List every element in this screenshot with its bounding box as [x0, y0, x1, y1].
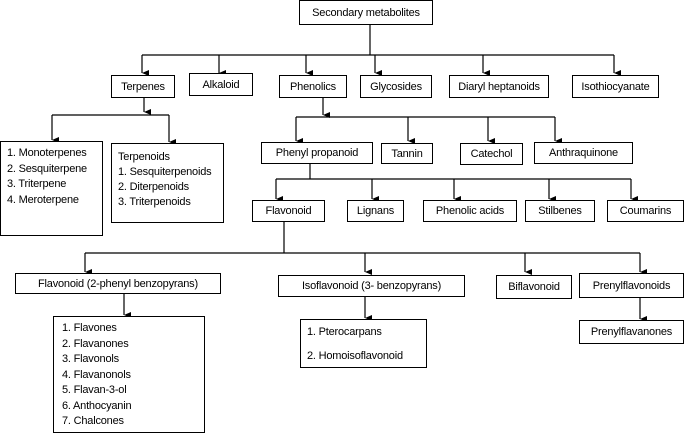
- list-item: 2. Sesquiterpene: [7, 162, 87, 175]
- node-phenolic-acids: Phenolic acids: [423, 200, 517, 222]
- list-item: 3. Triterpenoids: [118, 196, 191, 208]
- node-alkaloid: Alkaloid: [189, 73, 253, 96]
- node-diaryl-heptanoids: Diaryl heptanoids: [449, 75, 549, 98]
- node-terpene-list: 1. Monoterpenes 2. Sesquiterpene 3. Trit…: [0, 141, 103, 236]
- list-item: 1. Flavones: [62, 322, 117, 334]
- node-isoflavonoid-list: 1. Pterocarpans 2. Homoisoflavonoid: [300, 319, 427, 368]
- list-item: 7. Chalcones: [62, 415, 124, 427]
- node-biflavonoid: Biflavonoid: [496, 275, 572, 299]
- list-item: 2. Flavanones: [62, 337, 129, 350]
- node-flavonoid-list: 1. Flavones 2. Flavanones 3. Flavonols 4…: [53, 316, 205, 433]
- node-anthraquinone: Anthraquinone: [534, 142, 633, 164]
- node-isothiocyanate: Isothiocyanate: [572, 75, 659, 98]
- node-phenolics: Phenolics: [279, 75, 347, 98]
- list-item: 5. Flavan-3-ol: [62, 384, 127, 396]
- list-item: 1. Monoterpenes: [7, 147, 87, 159]
- list-item: 2. Homoisoflavonoid: [307, 350, 403, 362]
- list-item: 1. Pterocarpans: [307, 326, 382, 338]
- list-item: 4. Meroterpene: [7, 193, 79, 206]
- node-terpenes: Terpenes: [111, 75, 175, 98]
- node-catechol: Catechol: [460, 143, 523, 165]
- list-item: 2. Diterpenoids: [118, 181, 189, 193]
- node-prenylflavonoids: Prenylflavonoids: [579, 273, 684, 298]
- list-item: 3. Flavonols: [62, 353, 119, 365]
- node-tannin: Tannin: [381, 143, 433, 164]
- node-terpenoids-list: Terpenoids 1. Sesquiterpenoids 2. Diterp…: [111, 143, 224, 223]
- list-item: 1. Sesquiterpenoids: [118, 166, 212, 178]
- node-glycosides: Glycosides: [360, 75, 432, 98]
- node-coumarins: Coumarins: [607, 200, 684, 222]
- node-isoflavonoid: Isoflavonoid (3- benzopyrans): [278, 275, 465, 297]
- list-item: 6. Anthocyanin: [62, 399, 132, 412]
- root-node: Secondary metabolites: [299, 0, 433, 25]
- list-item: 3. Triterpene: [7, 178, 67, 190]
- node-prenylflavanones: Prenylflavanones: [579, 320, 684, 344]
- node-flavonoid-2-phenyl: Flavonoid (2-phenyl benzopyrans): [15, 273, 221, 294]
- node-lignans: Lignans: [347, 200, 404, 222]
- list-item: Terpenoids: [118, 151, 170, 163]
- list-item: 4. Flavanonols: [62, 368, 131, 381]
- node-stilbenes: Stilbenes: [525, 200, 595, 222]
- node-phenyl-propanoid: Phenyl propanoid: [261, 142, 373, 164]
- node-flavonoid: Flavonoid: [252, 200, 325, 222]
